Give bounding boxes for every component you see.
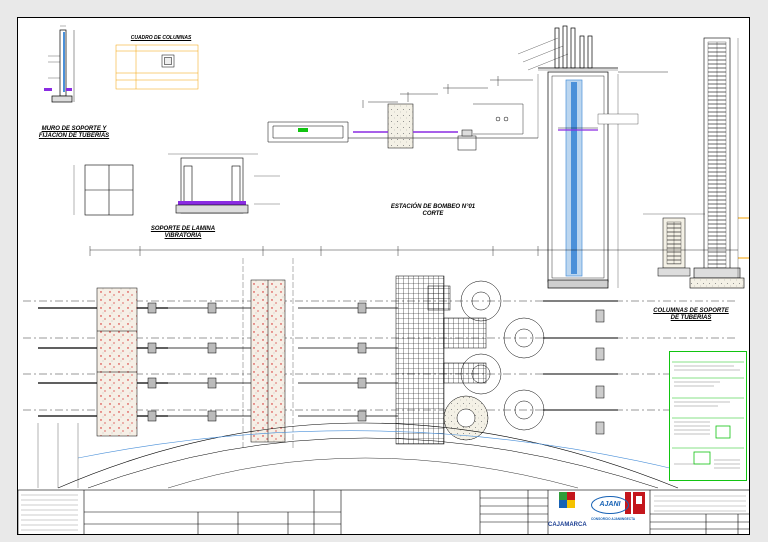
estacion-title: ESTACIÓN DE BOMBEO N°01 <box>390 204 476 210</box>
lamina-section-view <box>168 153 280 214</box>
consorcio-text: CONSORCIO AJANIINGECTA <box>591 517 636 521</box>
columna-soporte-right <box>689 37 749 289</box>
corte-title: CORTE <box>422 211 444 217</box>
lamina-plan-view <box>73 164 134 216</box>
specifications-note-box <box>669 351 747 481</box>
drawing-sheet: MURO DE SOPORTE Y FIJACIÓN DE TUBERÍAS C… <box>17 17 750 535</box>
ajani-logo: AJANI <box>591 496 629 514</box>
note-lines <box>672 361 744 469</box>
title-block-frame <box>18 489 749 534</box>
cuadro-title: CUADRO DE COLUMNAS <box>130 35 192 41</box>
cuadro-columnas-table <box>115 44 199 90</box>
estacion-bombeo-section <box>537 25 668 289</box>
lamina-title: SOPORTE DE LAMINA VIBRATORIA <box>150 226 216 239</box>
columnas-title: COLUMNAS DE SOPORTE DE TUBERÍAS <box>653 308 729 321</box>
top-section-elevation <box>267 37 569 151</box>
cajamarca-text: CAJAMARCA <box>548 522 587 528</box>
cad-drawing <box>18 25 749 534</box>
main-plan-view <box>23 246 738 489</box>
ajani-logo-text: AJANI <box>599 501 621 508</box>
columna-seccion-small <box>643 213 705 277</box>
muro-title: MURO DE SOPORTE Y FIJACIÓN DE TUBERÍAS <box>38 126 110 139</box>
muro-soporte-detail <box>44 25 75 103</box>
cajamarca-logo <box>559 492 575 508</box>
